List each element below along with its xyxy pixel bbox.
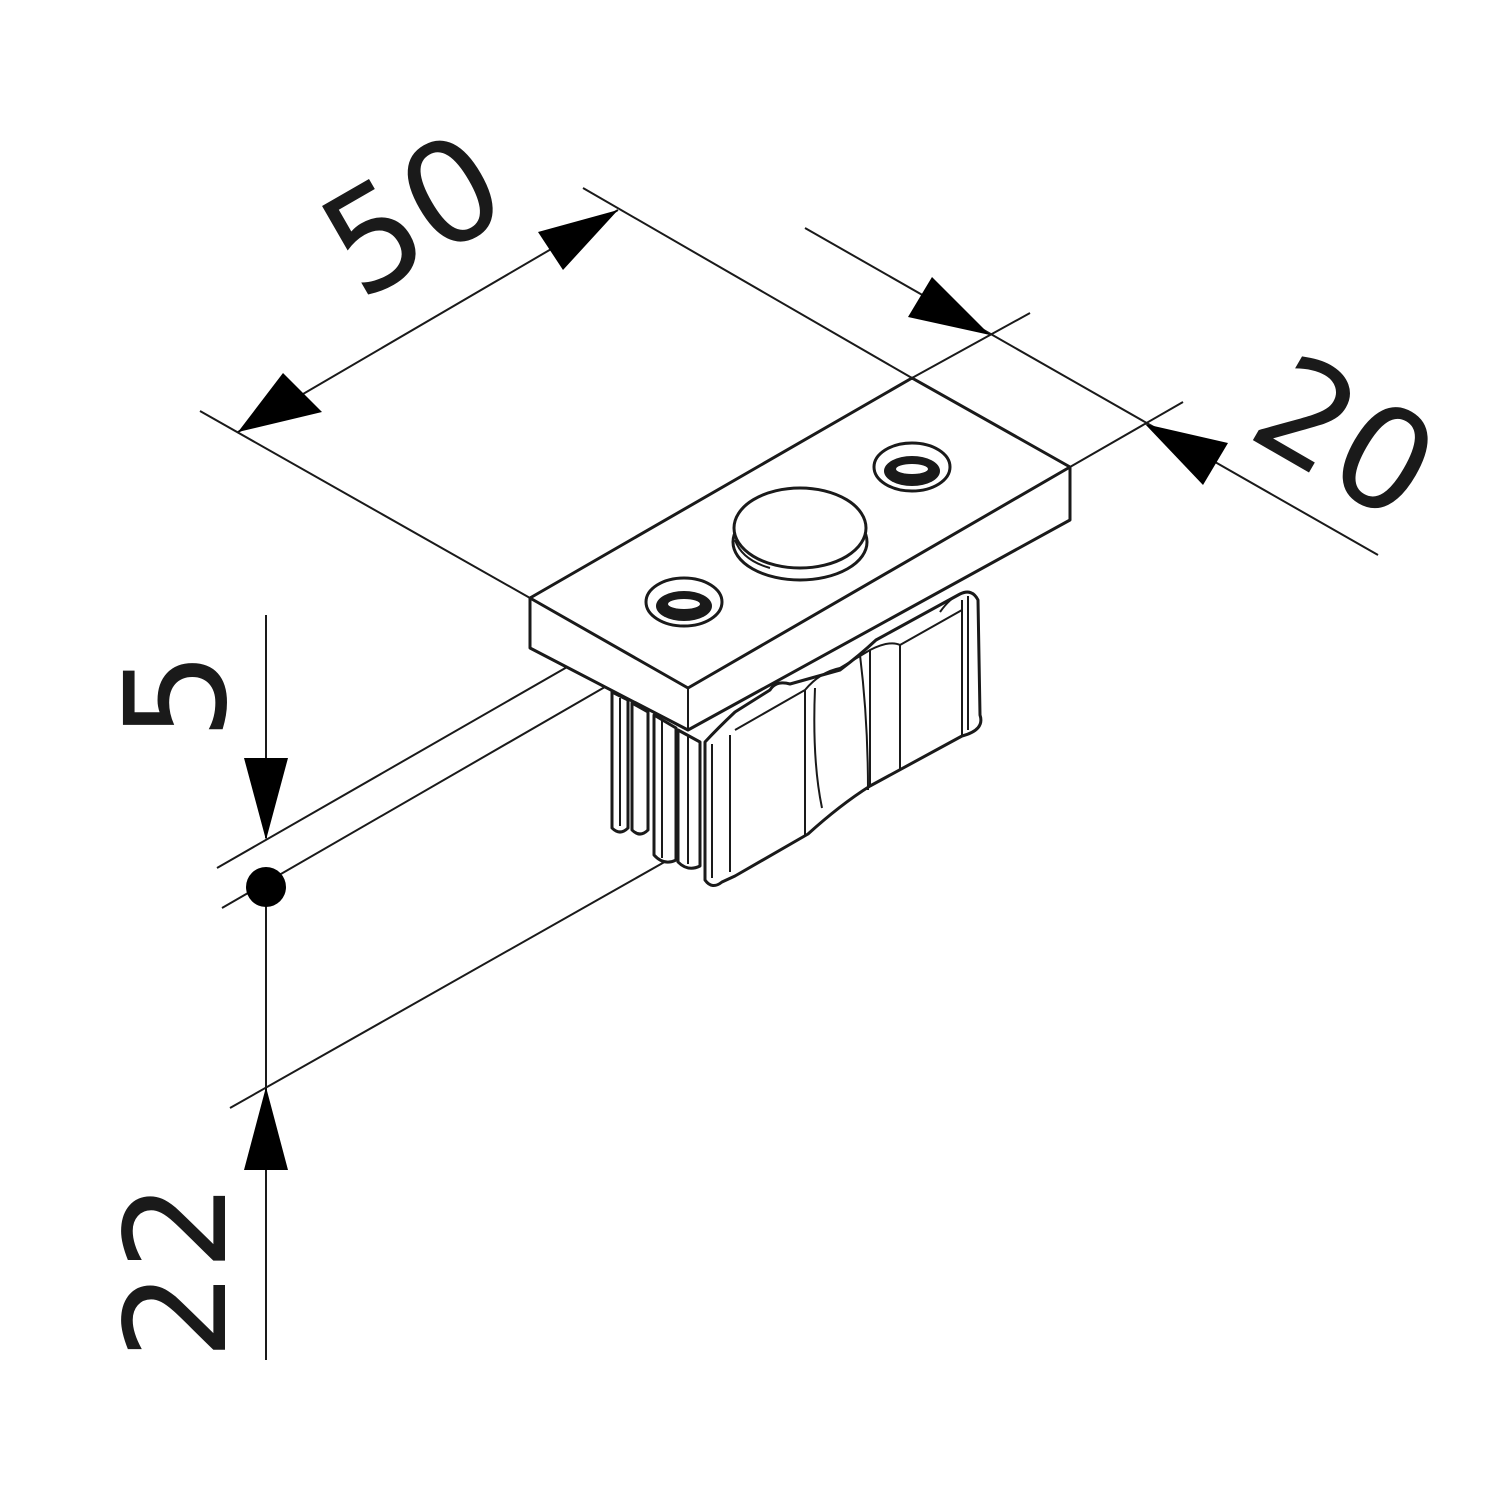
dimension-label-thickness: 5: [96, 651, 259, 740]
dimension-label-depth: 22: [96, 1182, 259, 1360]
arrow-length-left: [238, 373, 322, 432]
connector-part: [528, 376, 1072, 887]
insert-prongs: [610, 690, 702, 870]
extension-line-plate-top: [216, 646, 603, 869]
extension-line-length-right: [582, 187, 913, 379]
screw-hole-right: [872, 441, 952, 493]
dimension-vertical: 5 22: [96, 615, 669, 1360]
arrow-length-right: [538, 210, 618, 270]
mounting-plate: [528, 376, 1072, 732]
arrow-width-top: [908, 277, 990, 335]
arrow-thickness: [244, 758, 288, 840]
extension-line-length-left: [199, 410, 531, 599]
thickness-dot: [246, 867, 286, 907]
arrow-depth: [244, 1087, 288, 1170]
extension-line-plate-bottom: [221, 679, 618, 909]
dimension-line-width: [804, 227, 1379, 556]
dimension-label-width: 20: [1227, 323, 1463, 553]
screw-hole-left: [644, 576, 724, 628]
extension-line-width-front: [1069, 401, 1184, 468]
extension-line-width-back: [911, 312, 1031, 379]
arrow-width-bottom: [1145, 424, 1228, 485]
dimension-label-length: 50: [296, 101, 532, 331]
extension-line-insert-bottom: [229, 859, 669, 1109]
center-boss: [731, 486, 869, 582]
insert-spring-clip: [703, 590, 983, 887]
